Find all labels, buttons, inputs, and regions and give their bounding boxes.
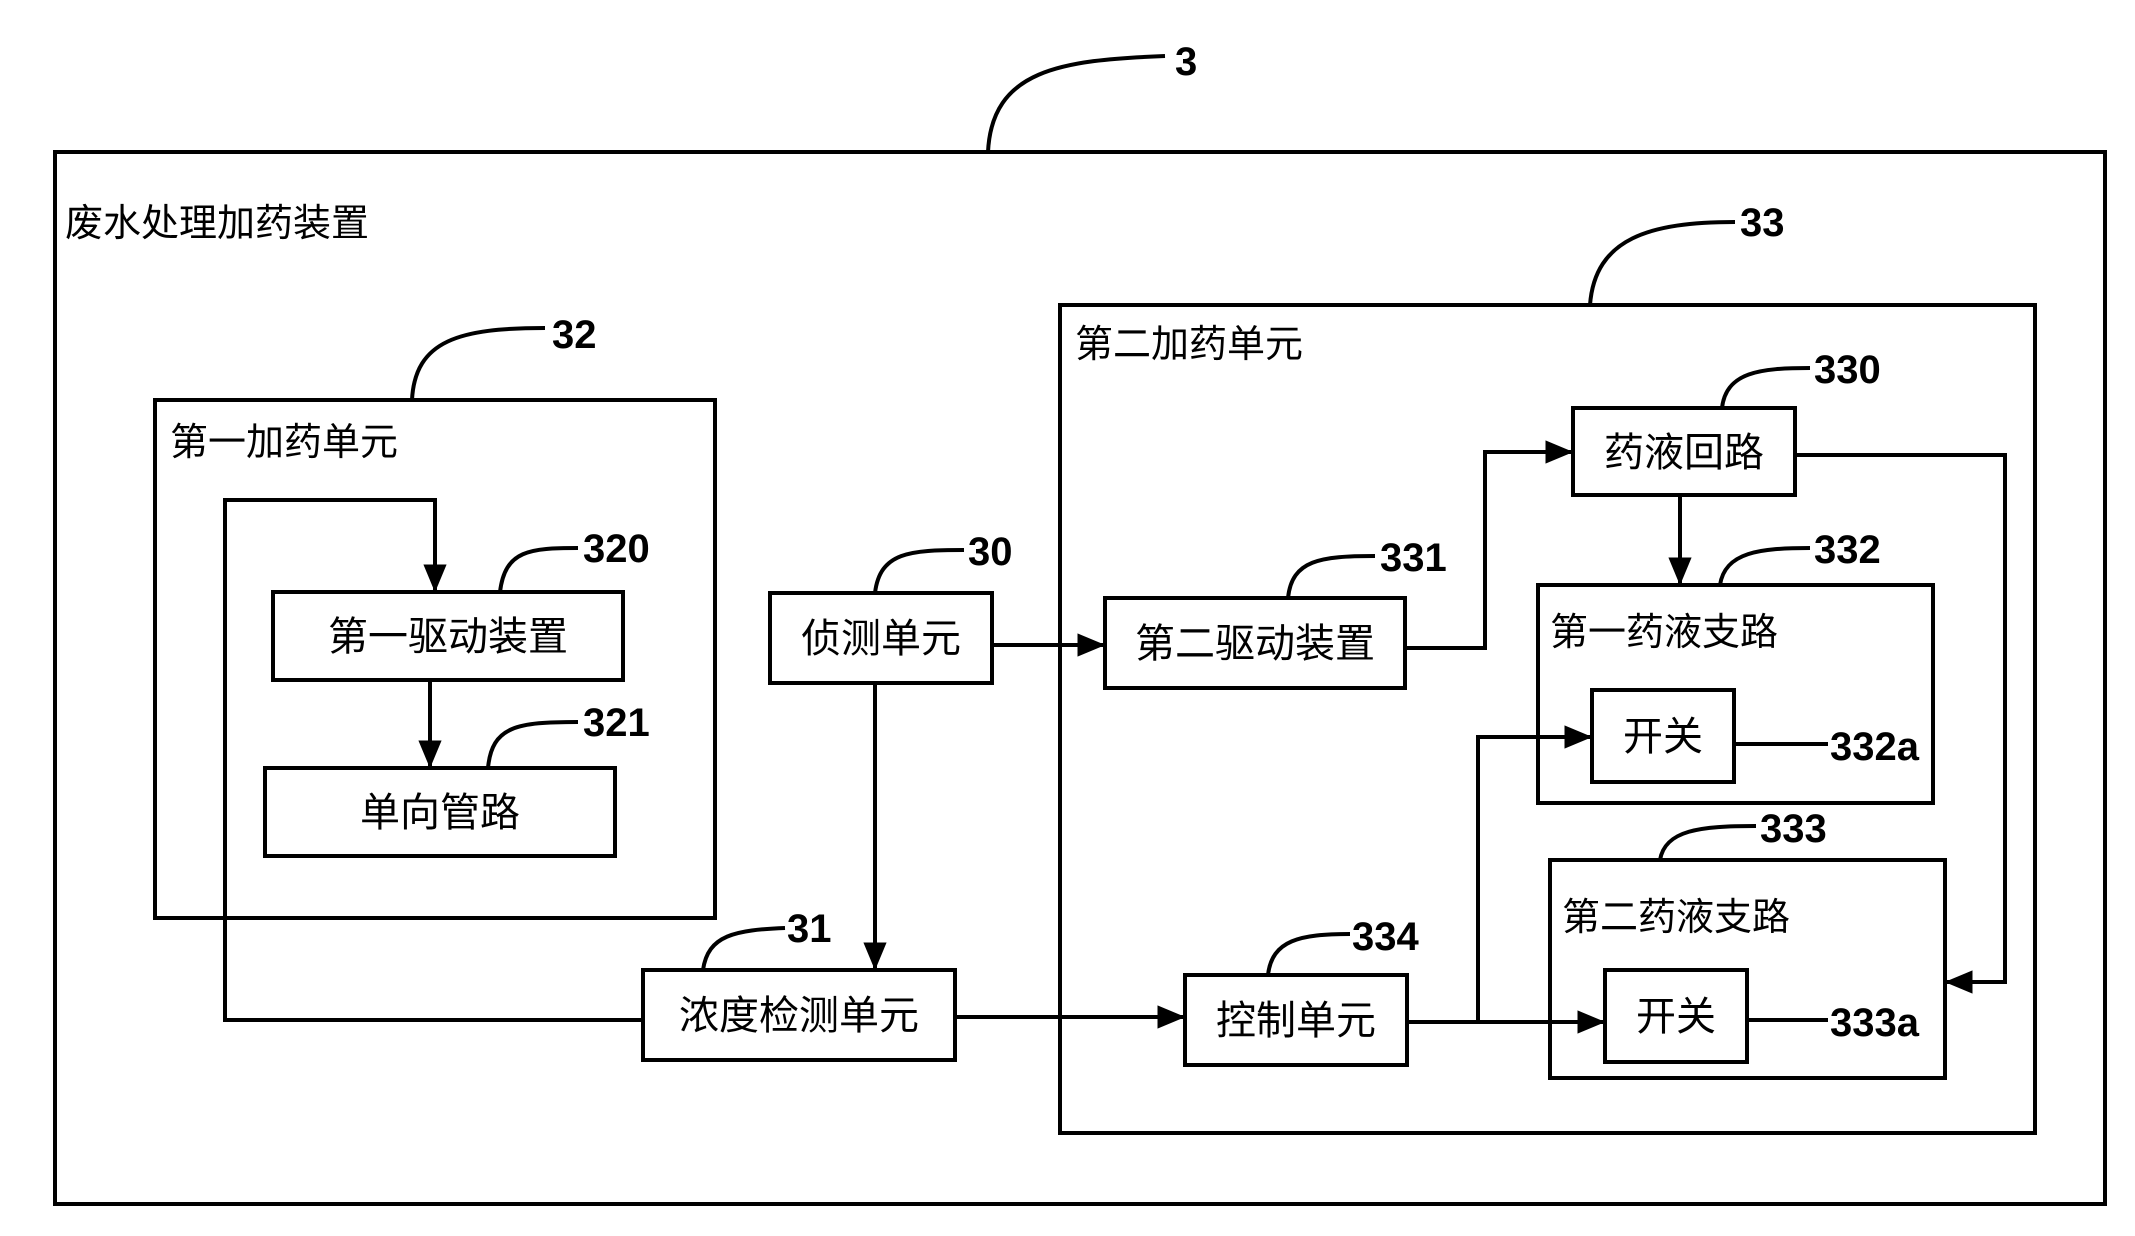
first-drive-box	[271, 590, 625, 682]
arrow-concentration-to-first-drive	[223, 498, 643, 1022]
liquid-loop-label: 药液回路	[1604, 430, 1764, 476]
detect-ref: 30	[968, 530, 1013, 574]
liquid-loop-box	[1571, 406, 1797, 497]
connections	[223, 440, 2007, 1034]
first-unit-title: 第一加药单元	[170, 420, 398, 464]
second-branch-leader	[1658, 824, 1757, 861]
second-switch-label: 开关	[1636, 994, 1716, 1040]
second-switch-box	[1603, 968, 1749, 1064]
first-branch-title: 第一药液支路	[1550, 610, 1778, 654]
detection-unit: 侦测单元 30	[768, 530, 1013, 685]
second-drive-leader	[1286, 554, 1376, 599]
device-ref: 3	[1175, 40, 1197, 84]
detect-box	[768, 591, 994, 685]
one-way-pipe-ref: 321	[583, 701, 650, 745]
second-switch-ref: 333a	[1830, 1001, 1920, 1045]
concentration-label: 浓度检测单元	[679, 993, 919, 1039]
arrow-loop-to-second-branch	[1795, 453, 2007, 994]
detect-label: 侦测单元	[801, 616, 961, 662]
first-branch-ref: 332	[1814, 528, 1881, 572]
second-drive-ref: 331	[1380, 536, 1447, 580]
first-unit-ref: 32	[552, 313, 597, 357]
liquid-loop-ref: 330	[1814, 348, 1881, 392]
control-leader	[1266, 932, 1351, 976]
detect-leader	[873, 548, 965, 594]
second-branch-ref: 333	[1760, 807, 1827, 851]
second-drive-box	[1103, 596, 1407, 690]
second-dosing-unit: 第二加药单元 33 第二驱动装置 331 药液回路 330 第一药液支路 332…	[1058, 201, 2037, 1135]
concentration-leader	[701, 926, 786, 971]
liquid-loop-leader	[1720, 366, 1811, 409]
first-branch-leader	[1718, 546, 1811, 586]
first-unit-leader	[410, 326, 546, 401]
one-way-pipe-label: 单向管路	[360, 790, 520, 836]
device-title: 废水处理加药装置	[65, 201, 369, 245]
first-switch-label: 开关	[1623, 714, 1703, 760]
control-ref: 334	[1352, 915, 1419, 959]
one-way-pipe-leader	[486, 720, 579, 769]
second-unit-title: 第二加药单元	[1075, 322, 1303, 366]
control-box	[1183, 973, 1409, 1067]
arrow-second-drive-to-loop	[1405, 440, 1574, 650]
device-leader	[986, 54, 1166, 153]
second-drive-label: 第二驱动装置	[1135, 621, 1375, 667]
arrow-control-to-first-switch	[1476, 725, 1593, 1022]
first-drive-ref: 320	[583, 527, 650, 571]
second-unit-leader	[1588, 220, 1736, 306]
first-drive-label: 第一驱动装置	[328, 614, 568, 660]
second-unit-ref: 33	[1740, 201, 1785, 245]
concentration-ref: 31	[787, 907, 832, 951]
first-dosing-unit: 第一加药单元 32 第一驱动装置 320 单向管路 321	[153, 313, 717, 920]
second-branch-title: 第二药液支路	[1562, 895, 1790, 939]
first-switch-ref: 332a	[1830, 725, 1920, 769]
control-label: 控制单元	[1216, 998, 1376, 1044]
first-drive-leader	[498, 546, 579, 593]
